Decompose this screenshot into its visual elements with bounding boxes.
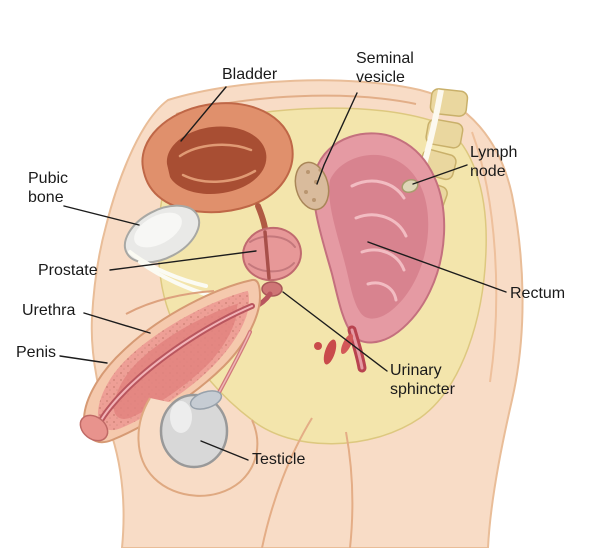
bladder-shape — [141, 102, 294, 241]
prostatic-urethra — [263, 230, 271, 280]
prostate-shape — [242, 226, 302, 282]
penis-shape — [79, 278, 262, 444]
testicle-highlight — [170, 401, 192, 433]
hip-shading-line — [471, 131, 498, 383]
label-testicle: Testicle — [252, 451, 306, 468]
pubic-bone-shape — [123, 204, 214, 298]
label-bladder: Bladder — [222, 66, 278, 83]
penis-inner-band — [113, 302, 240, 419]
leader-line-urethra — [83, 312, 151, 334]
leader-line-lymph-node — [412, 164, 468, 185]
label-lymph-node: Lymph node — [470, 144, 518, 180]
lymph-node-shape — [401, 178, 419, 194]
leader-line-urinary-sphincter — [282, 291, 388, 372]
rectum-striations — [350, 179, 408, 302]
label-seminal-vesicle: Seminal vesicle — [356, 50, 414, 86]
label-rectum: Rectum — [510, 285, 566, 302]
leader-line-seminal-vesicle — [316, 92, 358, 185]
urinary-sphincter-shape — [261, 281, 283, 297]
label-prostate: Prostate — [38, 262, 98, 279]
epididymis — [189, 390, 223, 410]
leader-line-penis — [59, 355, 108, 364]
bladder-folds — [178, 143, 257, 183]
leader-line-testicle — [200, 440, 249, 461]
groin-fold — [125, 290, 215, 315]
label-urethra: Urethra — [22, 302, 76, 319]
glans — [79, 414, 109, 442]
label-urinary-sphincter: Urinary sphincter — [390, 362, 455, 398]
leader-line-bladder — [180, 86, 227, 142]
pubic-ligaments — [128, 250, 214, 298]
pelvic-vessels — [314, 333, 354, 365]
label-penis: Penis — [16, 344, 57, 361]
leader-line-rectum — [367, 241, 507, 293]
leader-line-prostate — [109, 250, 257, 271]
leader-line-pubic-bone — [63, 205, 140, 226]
leader-lines — [59, 86, 507, 461]
thigh-creases — [261, 417, 354, 548]
label-pubic-bone: Pubic bone — [28, 170, 69, 206]
